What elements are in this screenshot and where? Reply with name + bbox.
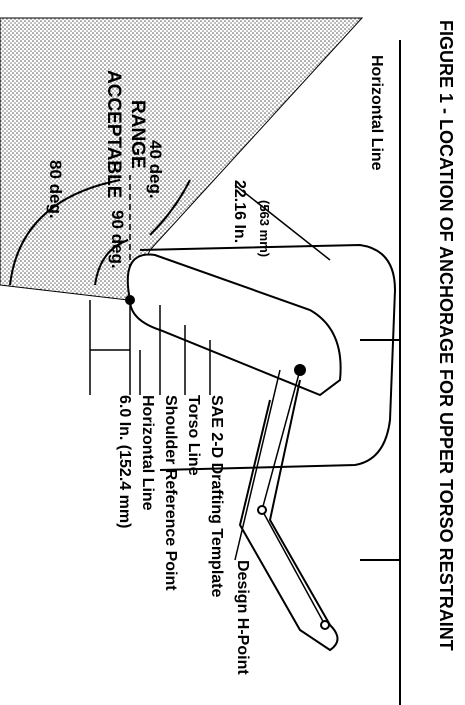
leg-outline <box>238 379 339 652</box>
arc-90-deg <box>94 239 129 286</box>
angle-90-label: 90 deg. <box>108 210 127 269</box>
angle-80-label: 80 deg. <box>46 160 65 219</box>
leader-h-point <box>234 369 281 561</box>
ankle-point <box>320 620 330 630</box>
label-torso-line: Torso Line <box>185 395 202 476</box>
figure-caption: FIGURE 1 - LOCATION OF ANCHORAGE FOR UPP… <box>436 20 456 651</box>
acceptable-range-label: ACCEPTABLE RANGE <box>103 70 148 198</box>
arc-40-deg <box>149 179 191 236</box>
label-sae-template: SAE 2-D Drafting Template <box>208 395 225 598</box>
leg-line <box>261 369 301 511</box>
seat-cushion <box>360 339 401 561</box>
dimension-22-inches: 22.16 In. <box>231 180 248 243</box>
label-design-h-point: Design H-Point <box>234 560 251 675</box>
shoulder-reference-point <box>125 295 135 305</box>
label-shoulder-reference-point: Shoulder Reference Point <box>162 395 179 591</box>
range-text: RANGE <box>127 100 148 169</box>
shin-line <box>261 509 326 626</box>
acceptable-text: ACCEPTABLE <box>103 70 124 198</box>
dimension-22-line <box>234 184 331 261</box>
arc-80-deg <box>9 179 121 286</box>
dimension-6-label: 6.0 In. (152.4 mm) <box>116 395 133 528</box>
knee-point <box>257 505 267 515</box>
torso-outline <box>126 253 342 397</box>
acceptable-range-area <box>0 17 364 301</box>
horizontal-line-top-label: Horizontal Line <box>368 55 385 171</box>
seat-back <box>139 243 397 471</box>
label-horizontal-line: Horizontal Line <box>139 395 156 511</box>
dimension-22-mm: (563 mm) <box>257 200 272 257</box>
design-h-point <box>294 364 306 376</box>
angle-40-label: 40 deg. <box>146 140 165 199</box>
